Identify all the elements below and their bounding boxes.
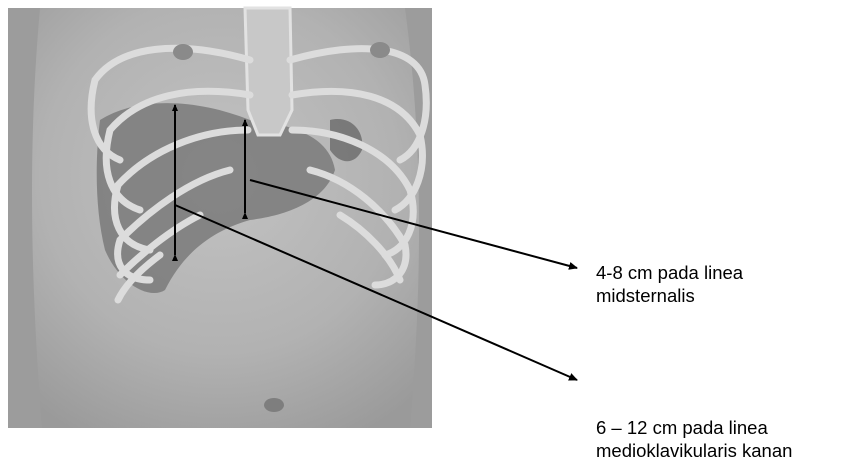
midsternal-label: 4-8 cm pada linea midsternalis [596,261,743,307]
left-nipple [173,44,193,60]
sternum [245,8,292,135]
midclavicular-label: 6 – 12 cm pada linea medioklavikularis k… [596,416,792,462]
navel [264,398,284,412]
right-nipple [370,42,390,58]
